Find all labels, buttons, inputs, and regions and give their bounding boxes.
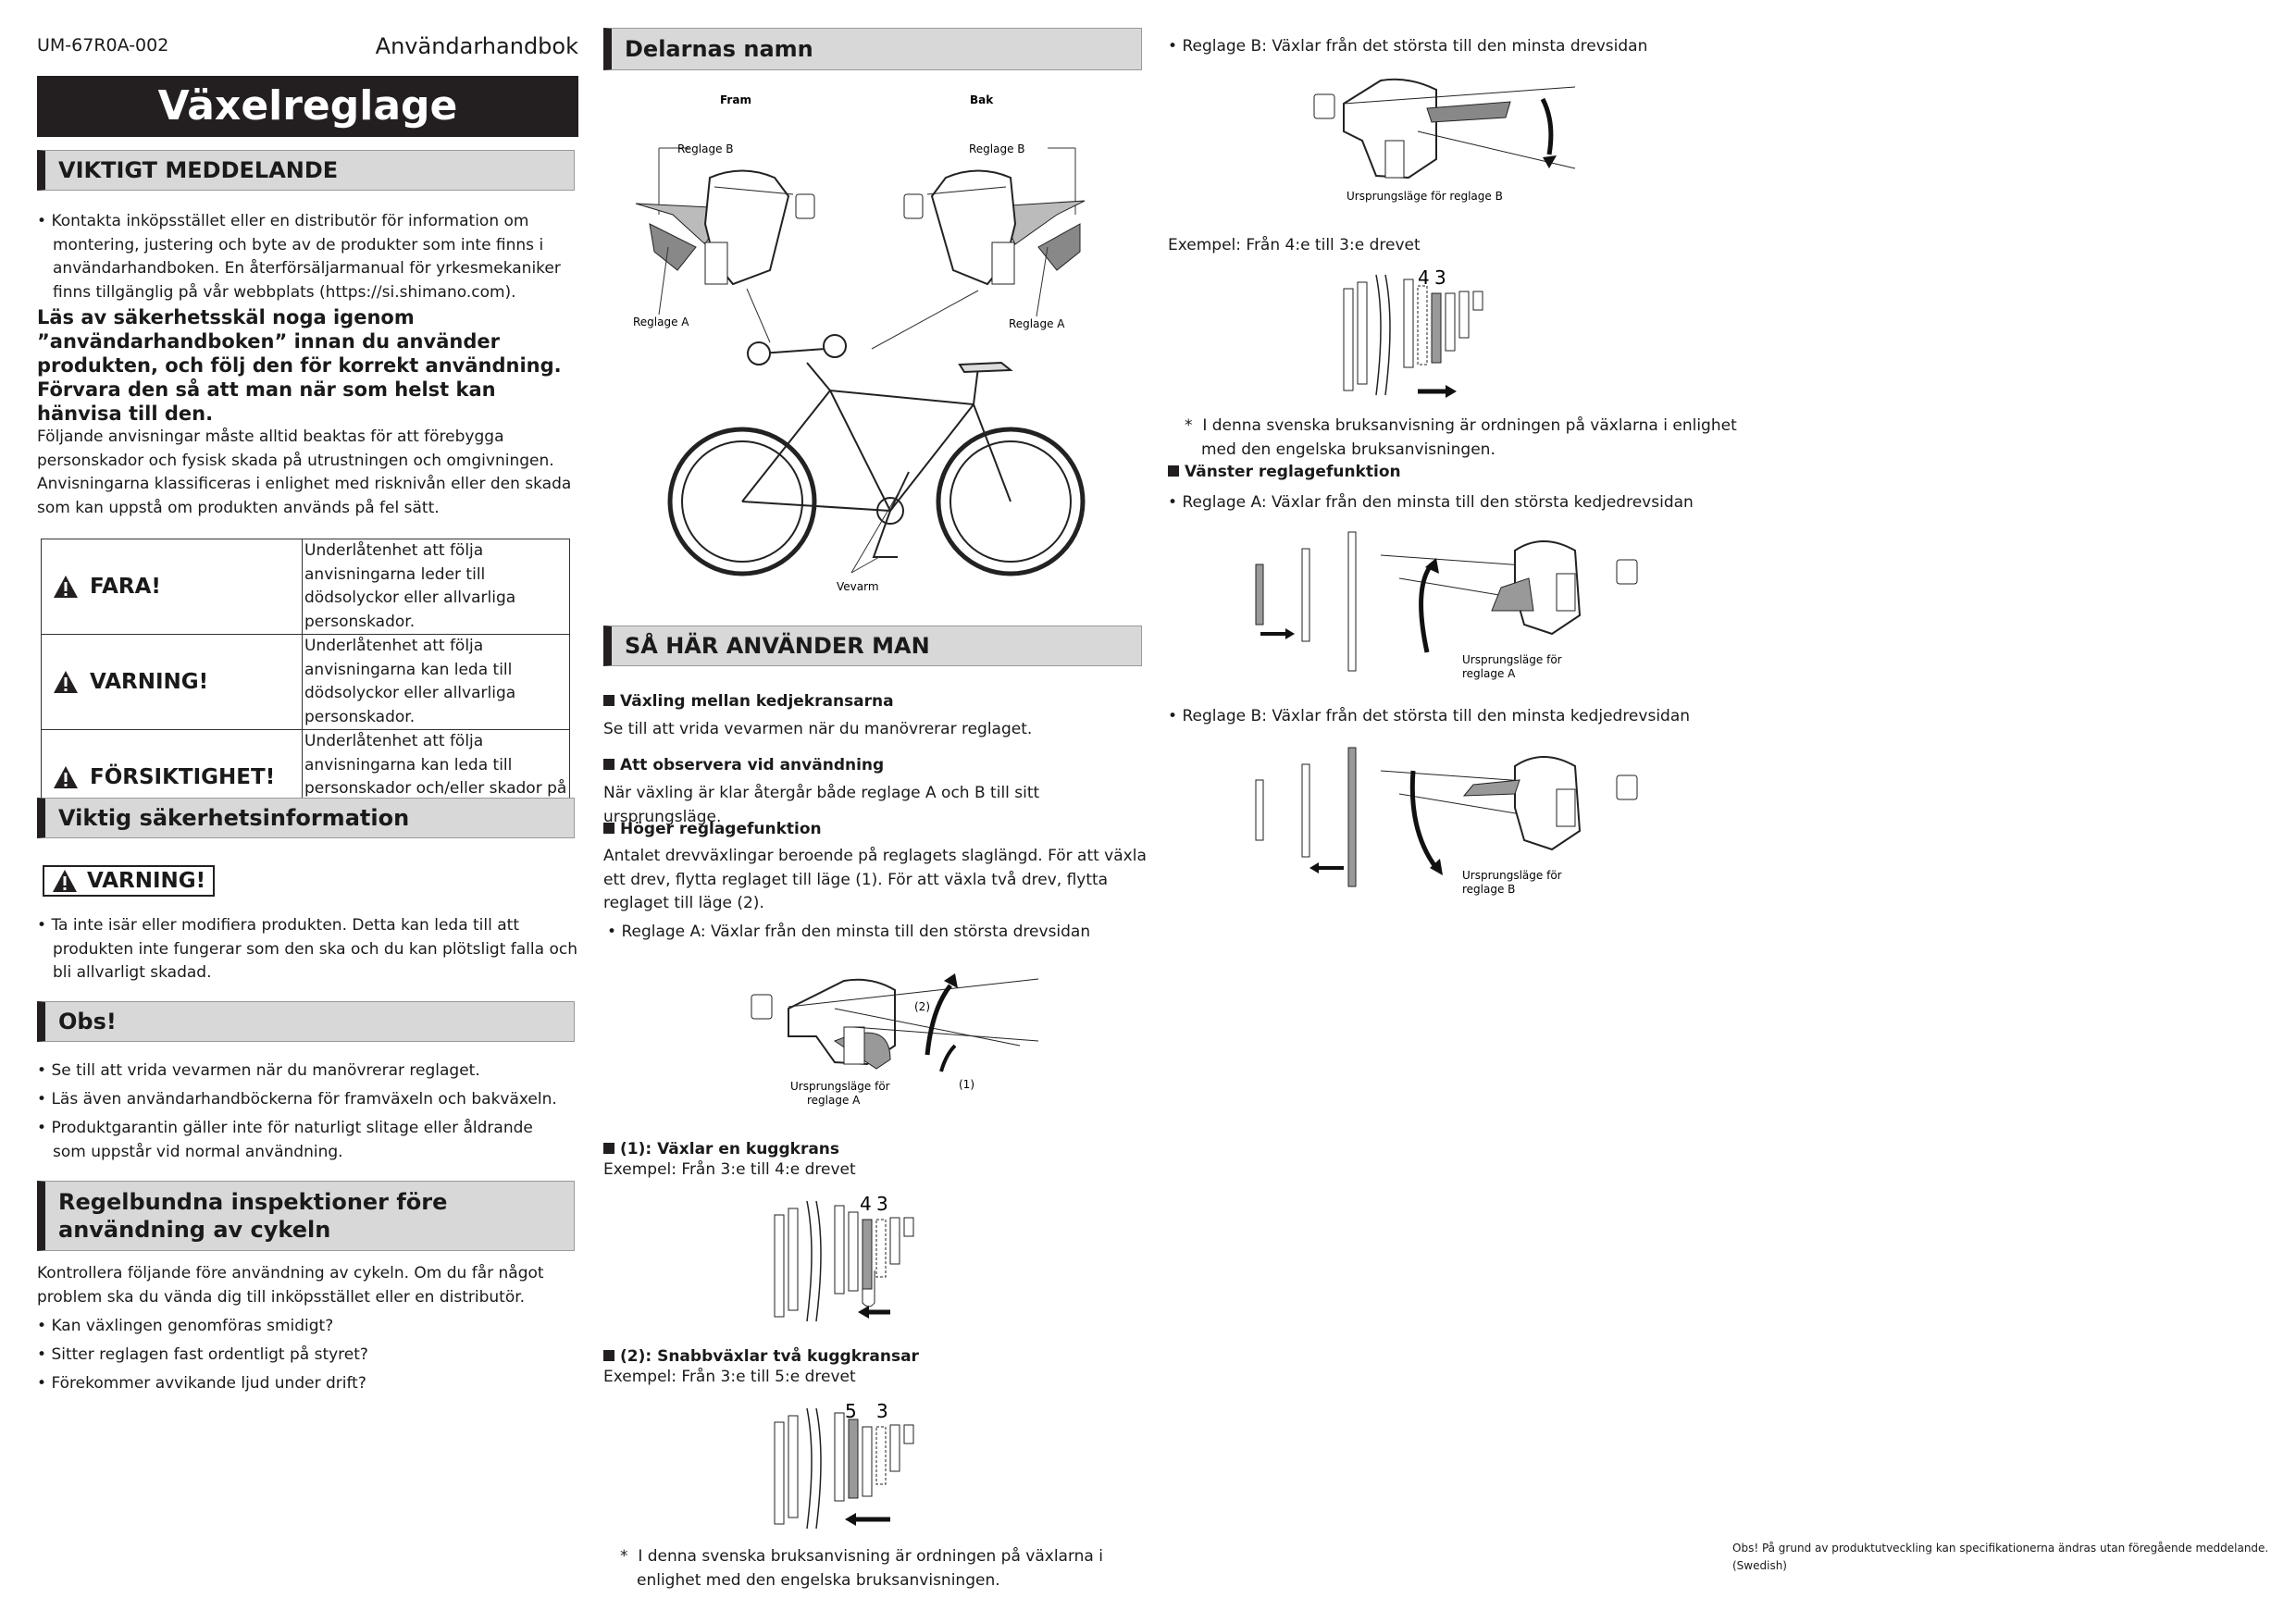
footer-note-line2: (Swedish)	[1732, 1559, 1787, 1572]
footer-note: Obs! På grund av produktutveckling kan s…	[1732, 1540, 2268, 1575]
section-how-to-use: SÅ HÄR ANVÄNDER MAN	[603, 626, 1142, 666]
two-sprocket-title-text: (2): Snabbväxlar två kuggkransar	[620, 1347, 919, 1366]
warning-triangle-icon	[53, 870, 77, 892]
hazard-table: FARA! Underlåtenhet att följa anvisninga…	[41, 539, 570, 825]
warning-triangle-icon	[54, 576, 78, 598]
sub-chainring-title: Växling mellan kedjekransarna	[620, 692, 894, 711]
bold-safety-notice: Läs av säkerhetsskäl noga igenom ”använd…	[37, 306, 562, 425]
warning-triangle-icon	[54, 671, 78, 693]
left-lever-a-bullet: Reglage A: Växlar från den minsta till d…	[1168, 491, 1720, 515]
left-lever-b-diagram: Ursprungsläge för reglage B	[1255, 747, 1638, 896]
label-lever-a-front: Reglage A	[633, 316, 689, 328]
obs-bullet: Produktgarantin gäller inte för naturlig…	[37, 1117, 571, 1164]
parts-diagram: Fram Bak Reglage B Reglage B Reglage A R…	[633, 93, 1086, 593]
lever-b-bullet: Reglage B: Växlar från det största till …	[1168, 35, 1720, 59]
hazard-desc: Underlåtenhet att följa anvisningarna le…	[302, 539, 570, 635]
hazard-row: FARA! Underlåtenhet att följa anvisninga…	[41, 539, 570, 635]
label-lever-b-rear: Reglage B	[969, 142, 1025, 155]
inspection-bullet: Förekommer avvikande ljud under drift?	[37, 1372, 590, 1396]
label-crank-arm: Vevarm	[837, 580, 879, 593]
sub-right-title: Höger reglagefunktion	[620, 820, 822, 838]
sprocket-label-3b: 3	[876, 1400, 888, 1422]
label-origin-a-1: Ursprungsläge för	[790, 1080, 890, 1093]
page-title: Växelreglage	[37, 76, 578, 137]
sprocket-diagram-4-to-3: 4 3	[1343, 266, 1483, 398]
section-important-notice: VIKTIGT MEDDELANDE	[37, 150, 575, 191]
label-lever-a-rear: Reglage A	[1009, 317, 1065, 330]
left-function-title-text: Vänster reglagefunktion	[1185, 463, 1401, 481]
footnote-col2-text: I denna svenska bruksanvisning är ordnin…	[637, 1547, 1103, 1590]
label-bak: Bak	[970, 93, 994, 106]
inspection-bullet: Sitter reglagen fast ordentligt på styre…	[37, 1344, 590, 1368]
section-obs: Obs!	[37, 1001, 575, 1042]
hazard-label: FÖRSIKTIGHET!	[90, 765, 276, 789]
sub-chainring-text: Se till att vrida vevarmen när du manövr…	[603, 720, 1033, 738]
lever-b-diagram: Ursprungsläge för reglage B	[1313, 78, 1576, 203]
notice-bullet: Kontakta inköpsstället eller en distribu…	[37, 210, 585, 304]
sub-chainring-shifting: Växling mellan kedjekransarna	[603, 692, 894, 711]
section-inspections: Regelbundna inspektioner före användning…	[37, 1181, 575, 1251]
sprocket-label-3: 3	[1434, 266, 1446, 289]
warning-bullet: Ta inte isär eller modifiera produkten. …	[37, 914, 590, 985]
section-safety-info: Viktig säkerhetsinformation	[37, 798, 575, 838]
one-sprocket-title-text: (1): Växlar en kuggkrans	[620, 1140, 840, 1158]
inspection-bullet: Kan växlingen genomföras smidigt?	[37, 1315, 590, 1339]
sprocket-label-4: 4	[860, 1193, 872, 1215]
sprocket-label-4: 4	[1418, 266, 1430, 289]
hazard-row: VARNING! Underlåtenhet att följa anvisni…	[41, 634, 570, 730]
left-function-title: Vänster reglagefunktion	[1168, 463, 1401, 481]
footnote-col3-text: I denna svenska bruksanvisning är ordnin…	[1201, 416, 1737, 459]
warning-triangle-icon	[54, 766, 78, 788]
obs-bullet: Se till att vrida vevarmen när du manövr…	[37, 1059, 590, 1084]
sub-observe-title: Att observera vid användning	[620, 756, 885, 774]
section-inspections-title: Regelbundna inspektioner före användning…	[58, 1189, 448, 1243]
label-position-1: (1)	[959, 1078, 974, 1091]
intro-text: Följande anvisningar måste alltid beakta…	[37, 427, 572, 517]
front-shifter-illustration	[635, 169, 815, 286]
left-lever-a-diagram: Ursprungsläge för reglage A	[1255, 531, 1638, 680]
doc-type: Användarhandbok	[375, 33, 578, 59]
sprocket-diagram-3-to-5: 5 3	[774, 1400, 914, 1530]
label-left-origin-a-1: Ursprungsläge för	[1462, 653, 1562, 666]
section-part-names: Delarnas namn	[603, 28, 1142, 70]
two-sprocket-example: Exempel: Från 3:e till 5:e drevet	[603, 1368, 856, 1386]
inspection-intro: Kontrollera följande före användning av …	[37, 1264, 544, 1307]
warning-box: VARNING!	[43, 865, 216, 897]
label-fram: Fram	[720, 93, 751, 106]
footnote-col2: * I denna svenska bruksanvisning är ordn…	[620, 1547, 1103, 1590]
label-origin-a-2: reglage A	[807, 1094, 861, 1107]
hazard-label: FARA!	[90, 575, 161, 599]
example-4-to-3: Exempel: Från 4:e till 3:e drevet	[1168, 236, 1421, 254]
one-sprocket-title: (1): Växlar en kuggkrans	[603, 1140, 839, 1158]
label-left-origin-b-2: reglage B	[1462, 883, 1515, 896]
left-lever-b-bullet: Reglage B: Växlar från det största till …	[1168, 705, 1720, 729]
sprocket-label-3: 3	[876, 1193, 888, 1215]
hazard-label: VARNING!	[90, 670, 209, 694]
hazard-desc: Underlåtenhet att följa anvisningarna ka…	[302, 634, 570, 730]
sub-right-function: Höger reglagefunktion	[603, 820, 822, 838]
rear-shifter-illustration	[903, 169, 1086, 286]
lever-a-bullet: Reglage A: Växlar från den minsta till d…	[607, 921, 1160, 945]
one-sprocket-example: Exempel: Från 3:e till 4:e drevet	[603, 1160, 856, 1179]
sub-observe: Att observera vid användning	[603, 756, 884, 774]
obs-bullet: Läs även användarhandböckerna för framvä…	[37, 1088, 590, 1112]
lever-a-diagram: (2) (1) Ursprungsläge för reglage A	[751, 973, 1039, 1107]
label-lever-b-front: Reglage B	[677, 142, 734, 155]
label-position-2: (2)	[914, 1000, 930, 1013]
label-left-origin-b-1: Ursprungsläge för	[1462, 869, 1562, 882]
footer-note-line1: Obs! På grund av produktutveckling kan s…	[1732, 1542, 2269, 1555]
bicycle-illustration	[667, 334, 1086, 576]
label-left-origin-a-2: reglage A	[1462, 667, 1516, 680]
doc-id: UM-67R0A-002	[37, 35, 169, 56]
sub-right-text: Antalet drevväxlingar beroende på reglag…	[603, 847, 1147, 912]
sprocket-diagram-3-to-4: 4 3	[774, 1193, 914, 1322]
sprocket-label-5: 5	[845, 1400, 857, 1422]
header-row: UM-67R0A-002 Användarhandbok	[37, 33, 578, 63]
two-sprocket-title: (2): Snabbväxlar två kuggkransar	[603, 1347, 919, 1366]
footnote-col3: * I denna svenska bruksanvisning är ordn…	[1185, 416, 1737, 459]
warning-label: VARNING!	[87, 869, 206, 893]
label-origin-b: Ursprungsläge för reglage B	[1347, 190, 1503, 203]
